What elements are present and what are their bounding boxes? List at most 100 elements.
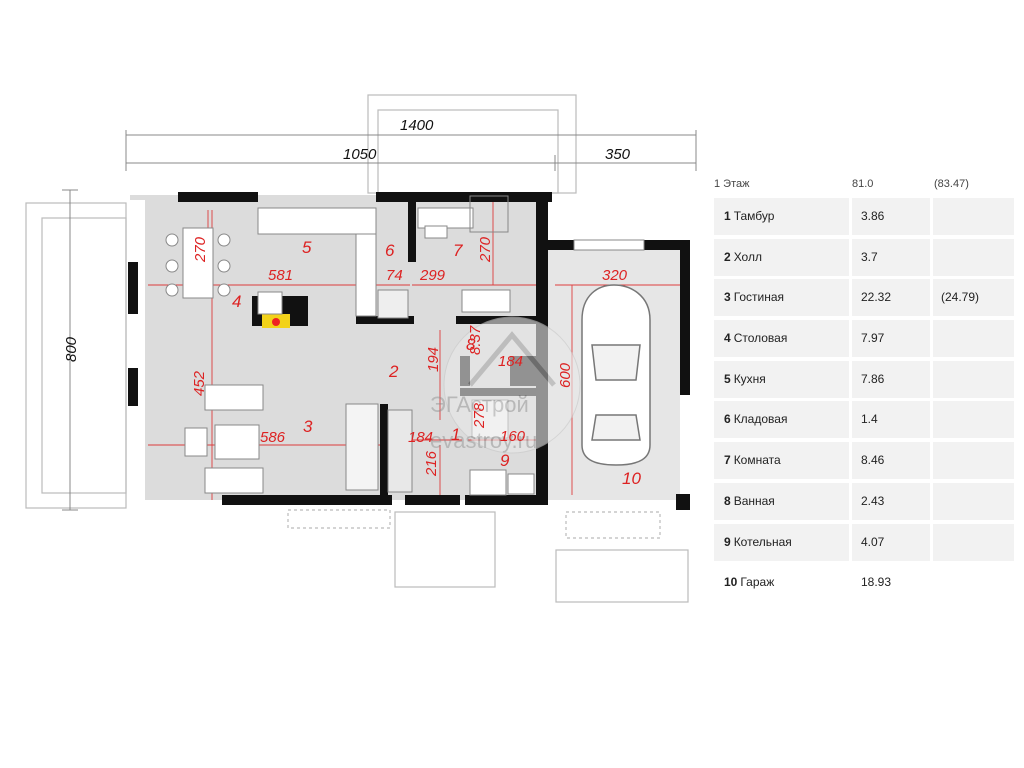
room-area-alt: (24.79): [933, 279, 1014, 317]
watermark-brand: ЭГАстрой: [430, 392, 529, 417]
room-area: 8.46: [852, 442, 930, 480]
floor-label: 1 Этаж: [714, 178, 750, 190]
room-name: Ванная: [733, 493, 775, 508]
room-area-alt: [933, 482, 1014, 520]
dim-bathroom-width: 184: [498, 353, 523, 370]
dim-hall-depth: 194: [425, 347, 442, 372]
room-name: Гостиная: [733, 290, 785, 305]
dim-pantry-width: 74: [386, 267, 403, 284]
dim-vestibule-width: 184: [408, 429, 433, 446]
dim-garage-inner-width: 320: [602, 267, 628, 284]
room-name: Кладовая: [733, 412, 788, 427]
dim-room-depth: 270: [477, 236, 494, 263]
room-area: 1.4: [852, 401, 930, 439]
dimension-lines: [62, 130, 697, 511]
room-number-living: 3: [303, 417, 313, 436]
room-area-alt: [933, 442, 1014, 480]
room-area: 7.97: [852, 320, 930, 358]
dim-house-depth: 800: [63, 336, 80, 362]
room-area-alt: [933, 360, 1014, 398]
dim-boiler-depth: 278: [471, 402, 488, 429]
car-icon: [581, 284, 651, 466]
area-table-header: 1 Этаж 81.0 (83.47): [712, 172, 1016, 196]
room-name: Гараж: [740, 575, 775, 590]
room-area-alt: [933, 401, 1014, 439]
room-number: 10: [724, 575, 738, 590]
dim-kitchen-dining-width: 581: [268, 267, 293, 284]
dim-house-width: 1050: [343, 146, 377, 163]
dim-garage-width: 350: [605, 146, 631, 163]
floor-total-area: 81.0: [852, 178, 874, 190]
room-number: 2: [724, 249, 731, 264]
watermark-logo: ЭГАстрой evastroy.ru: [430, 316, 581, 454]
room-name: Холл: [733, 249, 762, 264]
room-area: 7.86: [852, 360, 930, 398]
furniture: [165, 195, 645, 496]
room-number: 8: [724, 493, 731, 508]
room-area-alt: [933, 523, 1014, 561]
room-area: 18.93: [852, 564, 930, 602]
room-area-alt: [933, 564, 1014, 602]
room-name: Комната: [733, 453, 781, 468]
room-area: 3.7: [852, 238, 930, 276]
interior-dimensions: 270 581 270 299 74 320 194 8.37 184 600 …: [191, 236, 628, 477]
room-number-vestibule: 1: [451, 425, 460, 444]
floor-total-area-alt: (83.47): [934, 178, 969, 190]
room-numbers: 1 2 3 4 5 6 7 8 9 10: [232, 238, 641, 488]
room-number-boiler: 9: [500, 451, 510, 470]
room-number: 5: [724, 371, 731, 386]
room-number-hall: 2: [388, 362, 399, 381]
room-number: 3: [724, 290, 731, 305]
room-area: 3.86: [852, 198, 930, 235]
room-name: Котельная: [733, 534, 792, 549]
dim-garage-depth: 600: [557, 362, 574, 388]
room-name: Столовая: [733, 331, 788, 346]
dim-dining-depth: 270: [192, 236, 209, 263]
room-area-alt: [933, 198, 1014, 235]
room-number: 7: [724, 453, 731, 468]
floor-plan: ЭГАстрой evastroy.ru 1400 1050 350 800 2…: [25, 94, 697, 603]
dim-vestibule-depth: 216: [423, 450, 440, 477]
room-area: 2.43: [852, 482, 930, 520]
room-number: 4: [724, 331, 731, 346]
dim-bathroom-size: 8.37: [467, 325, 484, 355]
room-number-kitchen: 5: [302, 238, 312, 257]
room-area-alt: [933, 238, 1014, 276]
dim-room-width: 299: [419, 267, 446, 284]
room-number-pantry: 6: [385, 241, 395, 260]
room-number-dining: 4: [232, 292, 241, 311]
room-area: 4.07: [852, 523, 930, 561]
room-number: 6: [724, 412, 731, 427]
dim-living-width: 586: [260, 429, 286, 446]
room-name: Тамбур: [733, 209, 775, 223]
dim-total-width: 1400: [400, 117, 434, 134]
room-number-room: 7: [453, 241, 463, 260]
room-number-bathroom: 8: [466, 335, 476, 354]
dim-living-depth: 452: [191, 370, 208, 396]
room-name: Кухня: [733, 371, 766, 386]
room-area: 22.32: [852, 279, 930, 317]
room-number: 1: [724, 209, 731, 223]
room-number: 9: [724, 534, 731, 549]
